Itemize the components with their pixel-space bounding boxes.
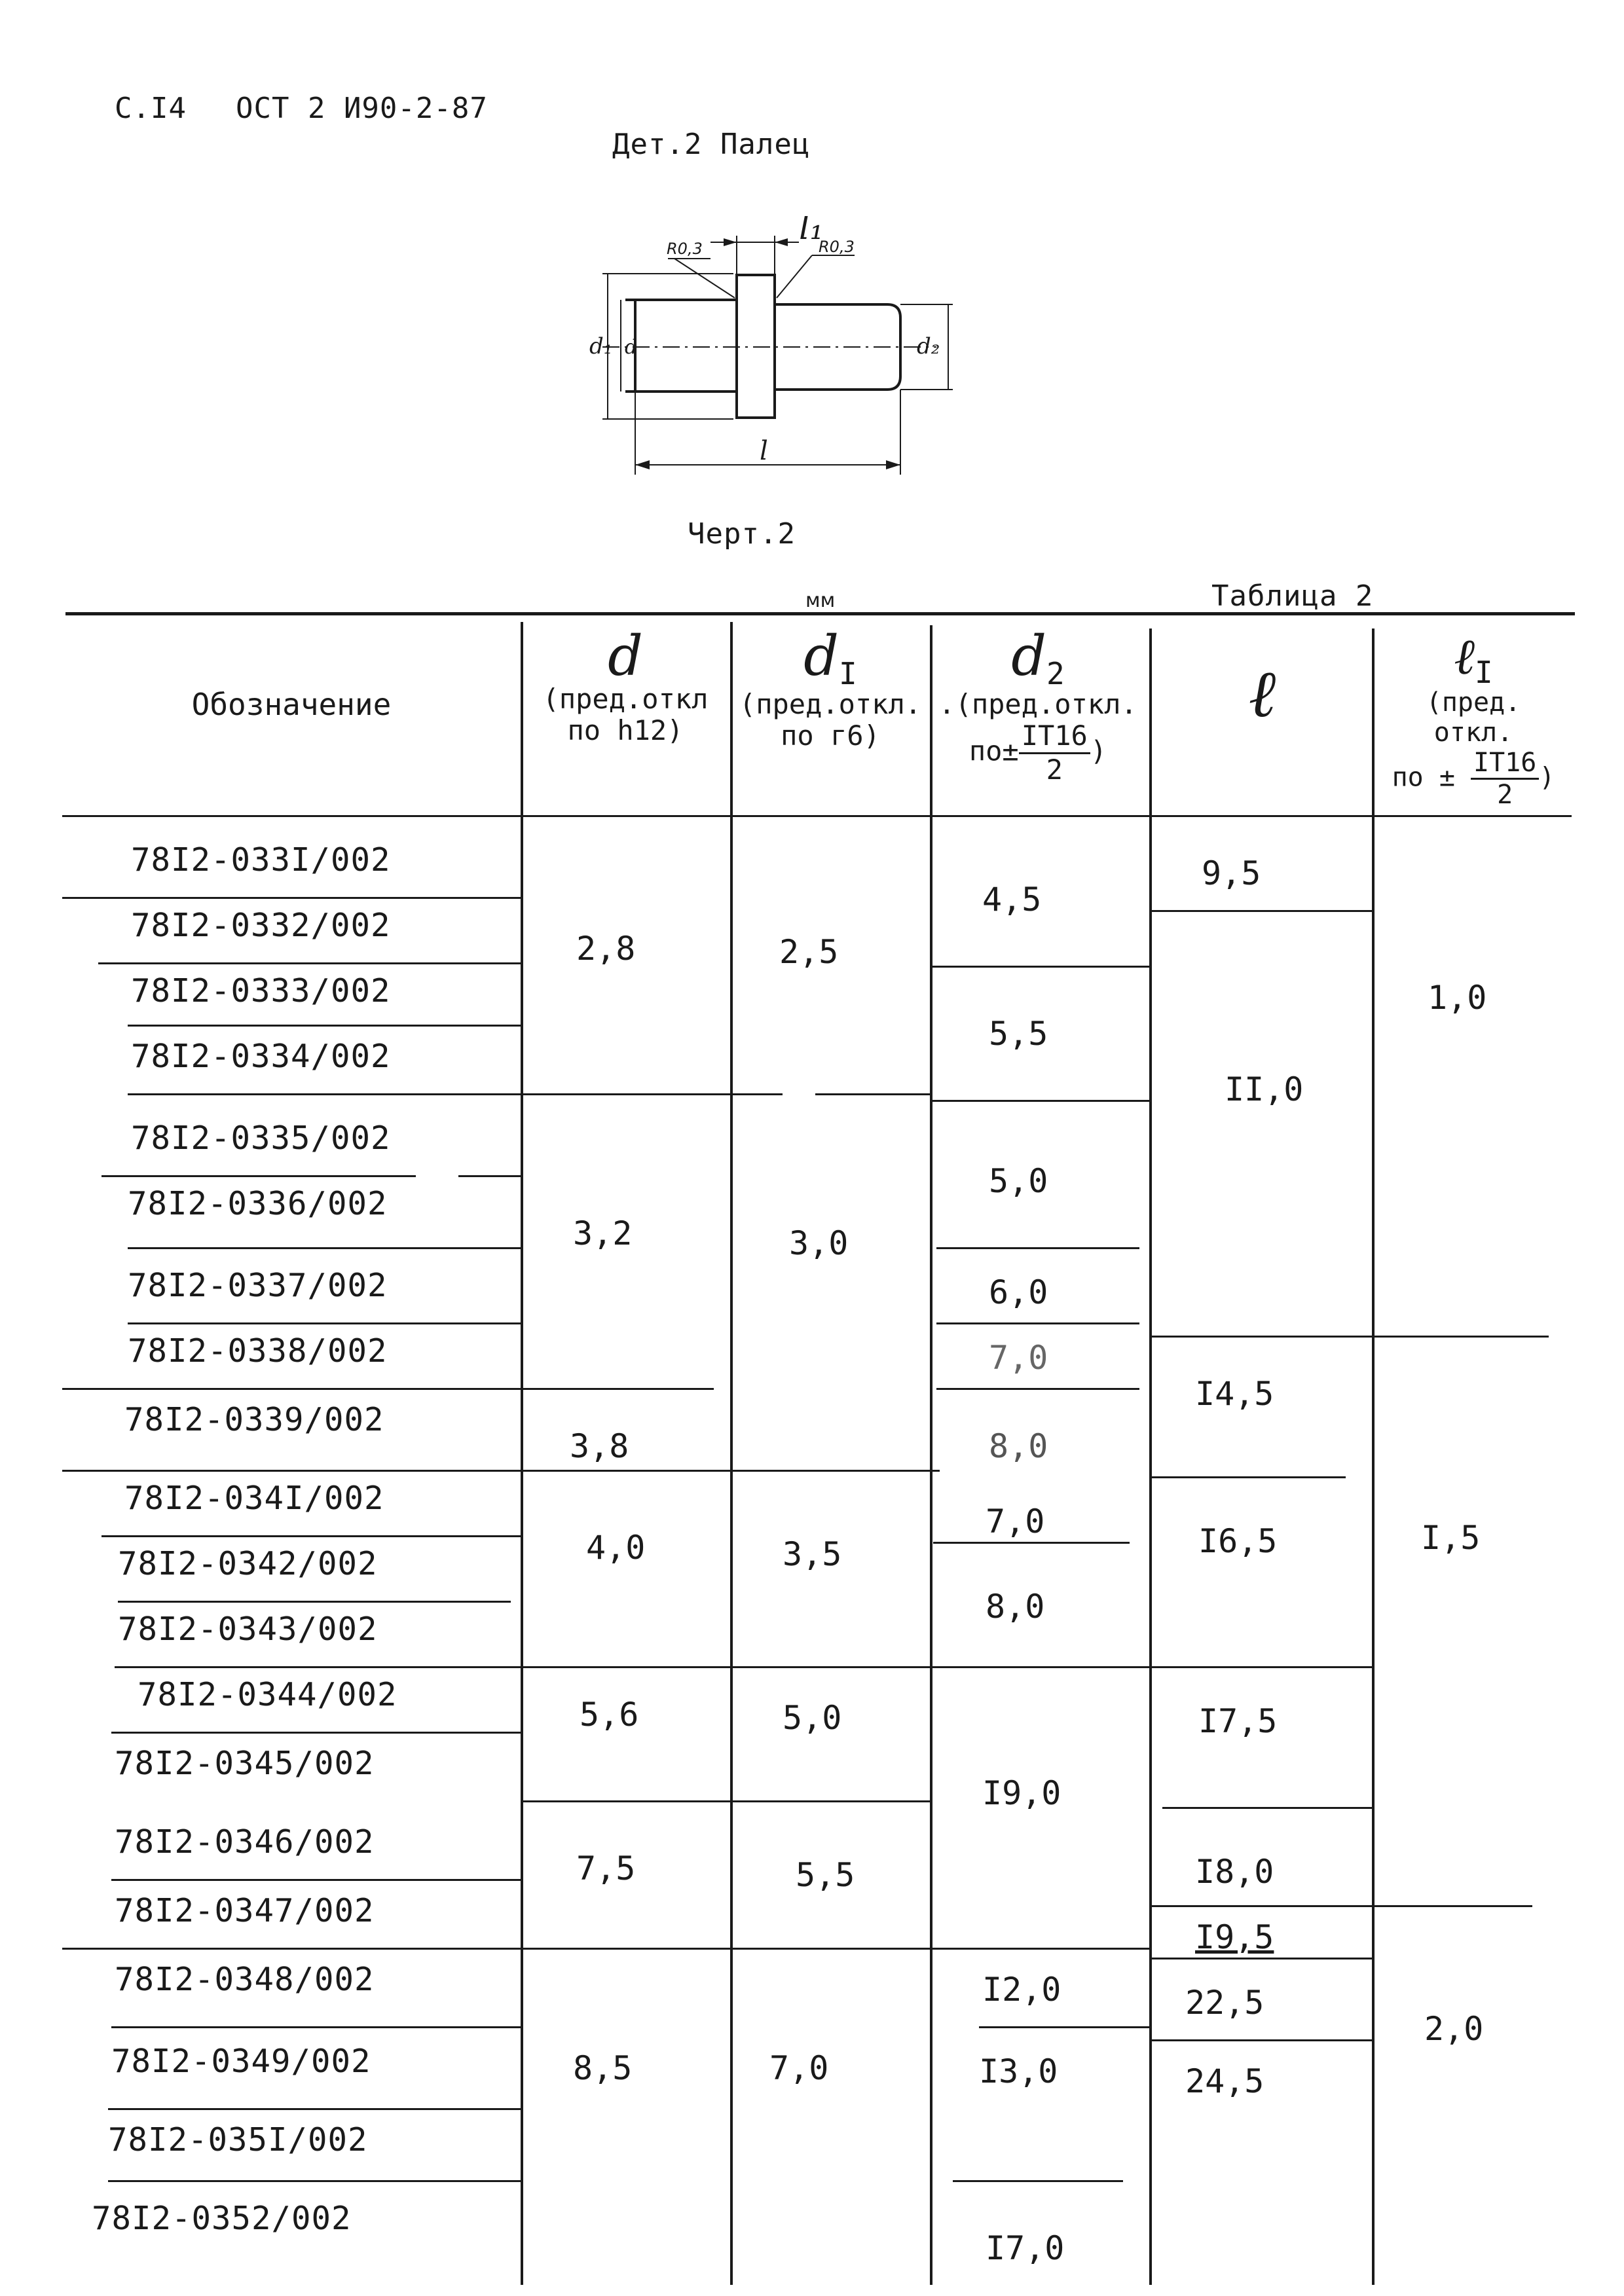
pin-shank-left <box>634 299 738 393</box>
pin-drawing: l₁ R0,3 R0,3 d₁ d d₂ l <box>589 216 953 475</box>
cell-d1: 3,0 <box>789 1224 849 1262</box>
drawing-label-d2: d₂ <box>917 333 940 359</box>
table-row-designation: 78I2-0342/002 <box>118 1545 378 1582</box>
table-row-designation: 78I2-0336/002 <box>128 1185 388 1222</box>
cell-d2: 7,0 <box>986 1503 1045 1540</box>
cell-l1: 2,0 <box>1424 2010 1484 2048</box>
cell-d: 5,6 <box>580 1696 639 1734</box>
drawing-label-d1: d₁ <box>589 333 612 359</box>
table-row-designation: 78I2-0346/002 <box>115 1823 375 1861</box>
cell-d2: I9,0 <box>982 1774 1061 1812</box>
table-row-designation: 78I2-0335/002 <box>131 1120 391 1157</box>
cell-d: 4,0 <box>586 1529 646 1567</box>
cell-d2: 5,5 <box>989 1015 1048 1053</box>
part-title: Дет.2 Палец <box>612 128 811 161</box>
cell-d: 8,5 <box>573 2049 633 2087</box>
drawing-label-r-left: R0,3 <box>667 240 703 258</box>
cell-d1: 5,0 <box>783 1699 842 1737</box>
units-label: мм <box>805 589 836 612</box>
cell-l1: 1,0 <box>1428 979 1487 1017</box>
drawing-label-d: d <box>625 336 637 359</box>
table-row-designation: 78I2-0347/002 <box>115 1892 375 1929</box>
cell-d: 2,8 <box>576 930 636 968</box>
standard-number: ОСТ 2 И90-2-87 <box>236 92 488 125</box>
cell-d: 3,8 <box>570 1427 629 1465</box>
cell-l: 24,5 <box>1185 2062 1264 2100</box>
table-row-designation: 78I2-0352/002 <box>92 2200 352 2237</box>
table-row-designation: 78I2-0334/002 <box>131 1038 391 1075</box>
cell-d1: 3,5 <box>783 1535 842 1573</box>
symbol-d2: d2 <box>1011 624 1065 691</box>
cell-l: 22,5 <box>1185 1984 1264 2022</box>
cell-d2: 6,0 <box>989 1273 1048 1311</box>
table-row-designation: 78I2-033I/002 <box>131 841 391 879</box>
drawing-caption: Черт.2 <box>688 517 796 551</box>
drawing-label-l1: l₁ <box>799 216 823 247</box>
cell-d2: 4,5 <box>982 881 1042 919</box>
cell-l: 9,5 <box>1202 854 1261 892</box>
symbol-d: d <box>608 624 643 688</box>
cell-d1: 7,0 <box>769 2049 829 2087</box>
table-row-designation: 78I2-0338/002 <box>128 1332 388 1370</box>
cell-l: I6,5 <box>1198 1522 1278 1560</box>
table-row-designation: 78I2-0345/002 <box>115 1745 375 1782</box>
symbol-l: ℓ <box>1248 655 1276 732</box>
cell-d2: I3,0 <box>979 2052 1058 2090</box>
col-header-l: ℓ <box>1153 661 1372 727</box>
table-row-designation: 78I2-0332/002 <box>131 907 391 944</box>
cell-l: I4,5 <box>1195 1375 1274 1413</box>
col-header-designation: Обозначение <box>191 687 392 722</box>
pin-shank-right <box>775 303 902 391</box>
page-ref: С.I4 <box>115 92 187 125</box>
cell-d1: 5,5 <box>796 1856 855 1894</box>
cell-d2: 5,0 <box>989 1162 1048 1200</box>
table-row-designation: 78I2-0333/002 <box>131 972 391 1010</box>
cell-l: II,0 <box>1225 1070 1304 1108</box>
table-row-designation: 78I2-035I/002 <box>108 2121 368 2159</box>
table-row-designation: 78I2-0344/002 <box>138 1676 397 1713</box>
cell-d1: 2,5 <box>779 933 839 971</box>
col-header-d: d (пред.откл по h12) <box>521 629 730 747</box>
table-row-designation: 78I2-0349/002 <box>111 2043 371 2080</box>
cell-d: 7,5 <box>576 1850 636 1887</box>
cell-d2: 8,0 <box>986 1588 1045 1626</box>
table-row-designation: 78I2-034I/002 <box>124 1480 384 1517</box>
cell-l1: I,5 <box>1421 1519 1481 1557</box>
cell-d2: 7,0 <box>989 1339 1048 1377</box>
table-caption: Таблица 2 <box>1211 579 1374 613</box>
table-row-designation: 78I2-0343/002 <box>118 1611 378 1648</box>
table-row-designation: 78I2-0348/002 <box>115 1961 375 1998</box>
drawing-label-l: l <box>760 436 768 466</box>
cell-l: I8,0 <box>1195 1853 1274 1891</box>
col-header-d1: dI (пред.откл. по г6) <box>732 629 929 752</box>
cell-l: I9,5 <box>1195 1918 1274 1956</box>
table-row-designation: 78I2-0339/002 <box>124 1401 384 1438</box>
cell-l: I7,5 <box>1198 1702 1278 1740</box>
symbol-l1: ℓI <box>1454 627 1493 690</box>
cell-d2: 8,0 <box>989 1427 1048 1465</box>
cell-d2: I2,0 <box>982 1971 1061 2009</box>
symbol-d1: dI <box>803 624 857 691</box>
table-row-designation: 78I2-0337/002 <box>128 1267 388 1304</box>
drawing-label-r-right: R0,3 <box>819 238 855 256</box>
cell-d2: I7,0 <box>986 2229 1065 2267</box>
cell-d: 3,2 <box>573 1214 633 1252</box>
